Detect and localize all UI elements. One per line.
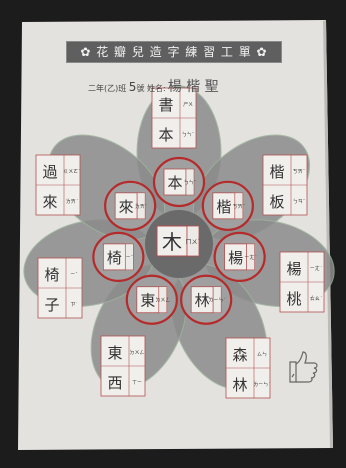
outer-char: 楷 xyxy=(269,163,284,181)
outer-char: 來 xyxy=(42,193,57,211)
inner-zhuyin: ㄌㄧㄣˊ xyxy=(208,297,226,304)
class-prefix: 二 xyxy=(88,84,96,93)
seat-label: 號 xyxy=(136,84,144,93)
inner-zhuyin: ㄌㄞˊ xyxy=(135,203,148,210)
outer-char: 楊 xyxy=(286,260,301,278)
outer-char: 本 xyxy=(158,126,173,144)
outer-char: 書 xyxy=(158,96,173,114)
inner-zhuyin: ㄅㄣˇ xyxy=(184,179,197,186)
outer-zhuyin: ㄌㄞˊ xyxy=(66,198,79,205)
outer-zhuyin: ㄧˇ xyxy=(70,272,78,278)
outer-zhuyin: ㄌㄧㄣˊ xyxy=(253,381,271,388)
student-info: 二年(乙)班 5號 姓名:楊 楷 聖 xyxy=(88,76,288,92)
worksheet-title: ✿ 花 瓣 兒 造 字 練 習 工 單 ✿ xyxy=(66,41,282,63)
inner-char: 東 xyxy=(140,292,155,310)
outer-zhuyin: ㄎㄞˇ xyxy=(293,169,306,175)
outer-zhuyin: ㄗ˙ xyxy=(70,302,78,308)
inner-char: 本 xyxy=(167,174,182,192)
outer-char: 板 xyxy=(269,193,284,211)
outer-zhuyin: ㄒㄧ xyxy=(132,380,142,386)
outer-zhuyin: ㄕㄨ xyxy=(183,102,193,108)
outer-zhuyin: ㄅㄣˇ xyxy=(182,131,195,138)
inner-zhuyin: ㄧㄤˊ xyxy=(244,254,257,261)
outer-zhuyin: ㄊㄠˊ xyxy=(310,295,323,302)
inner-zhuyin: ㄎㄞˇ xyxy=(233,204,246,210)
outer-zhuyin: ㄍㄨㄛˋ xyxy=(63,169,81,175)
inner-zhuyin: ㄧˇ xyxy=(126,255,134,261)
outer-char: 西 xyxy=(107,374,122,392)
inner-zhuyin: ㄉㄨㄥ xyxy=(155,297,170,304)
class-mid: 年 xyxy=(96,84,104,93)
center-zhuyin: ㄇㄨˋ xyxy=(185,239,200,246)
inner-char: 來 xyxy=(119,198,134,216)
outer-char: 林 xyxy=(232,376,247,394)
inner-char: 椅 xyxy=(107,249,122,267)
outer-char: 子 xyxy=(44,296,59,314)
outer-zhuyin: ㄧㄤˊ xyxy=(310,265,323,272)
outer-zhuyin: ㄉㄨㄥ xyxy=(129,349,144,356)
class-num: 乙 xyxy=(107,84,115,93)
center-char: 木 xyxy=(162,230,182,254)
class-suffix: 班 xyxy=(118,84,126,93)
inner-char: 楊 xyxy=(228,249,243,267)
outer-char: 桃 xyxy=(286,290,301,308)
student-name: 楊 楷 聖 xyxy=(168,79,219,95)
outer-zhuyin: ㄙㄣ xyxy=(257,351,267,358)
outer-char: 椅 xyxy=(44,266,59,284)
inner-char: 楷 xyxy=(216,198,231,216)
outer-char: 東 xyxy=(107,344,122,362)
outer-zhuyin: ㄅㄢˇ xyxy=(293,198,306,205)
outer-char: 森 xyxy=(232,346,247,364)
name-label: 姓名 xyxy=(147,84,163,93)
outer-char: 過 xyxy=(42,163,57,181)
